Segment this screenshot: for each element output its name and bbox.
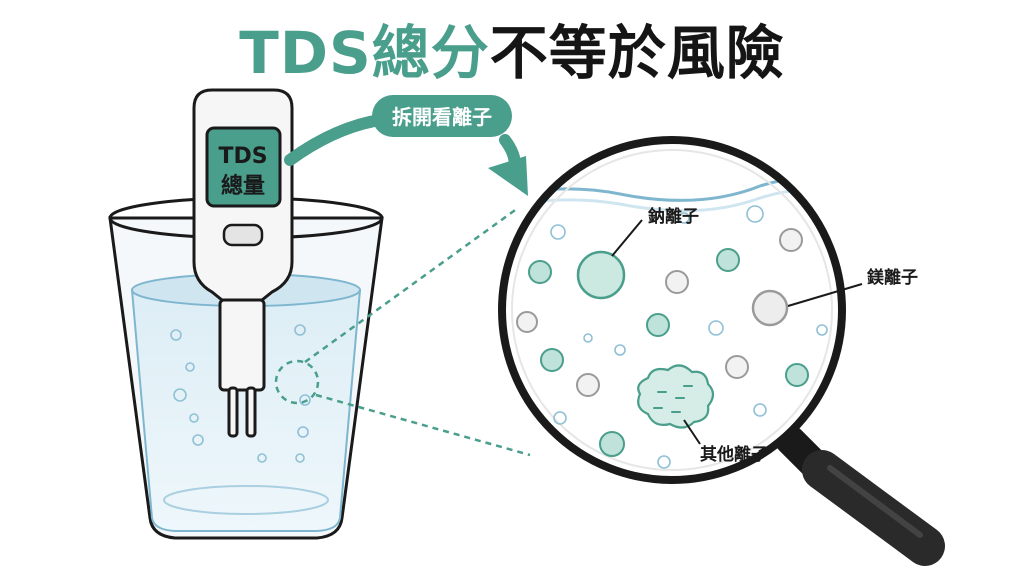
arrow-label-pill	[372, 95, 512, 137]
other-leader	[683, 419, 701, 445]
label-other: 其他離子	[700, 444, 768, 465]
sodium-leader	[611, 219, 643, 257]
arrow-label: 拆開看離子	[392, 105, 492, 129]
guide-line-bottom	[315, 393, 531, 457]
meter-line2: 總量	[221, 173, 265, 199]
magnifying-glass-icon	[498, 136, 945, 566]
title-rest: 不等於風險	[489, 19, 785, 87]
ion-icon	[516, 205, 828, 469]
page-title: TDS總分不等於風險	[0, 6, 1024, 90]
meter-line1: TDS	[218, 144, 267, 169]
focus-circle	[274, 359, 320, 405]
label-magnesium: 鎂離子	[867, 267, 918, 288]
tds-meter-icon: TDS 總量	[192, 88, 294, 438]
magnesium-leader	[787, 283, 863, 307]
meter-button[interactable]	[222, 223, 264, 247]
label-sodium: 鈉離子	[648, 206, 699, 227]
title-accent: TDS總分	[239, 19, 490, 87]
